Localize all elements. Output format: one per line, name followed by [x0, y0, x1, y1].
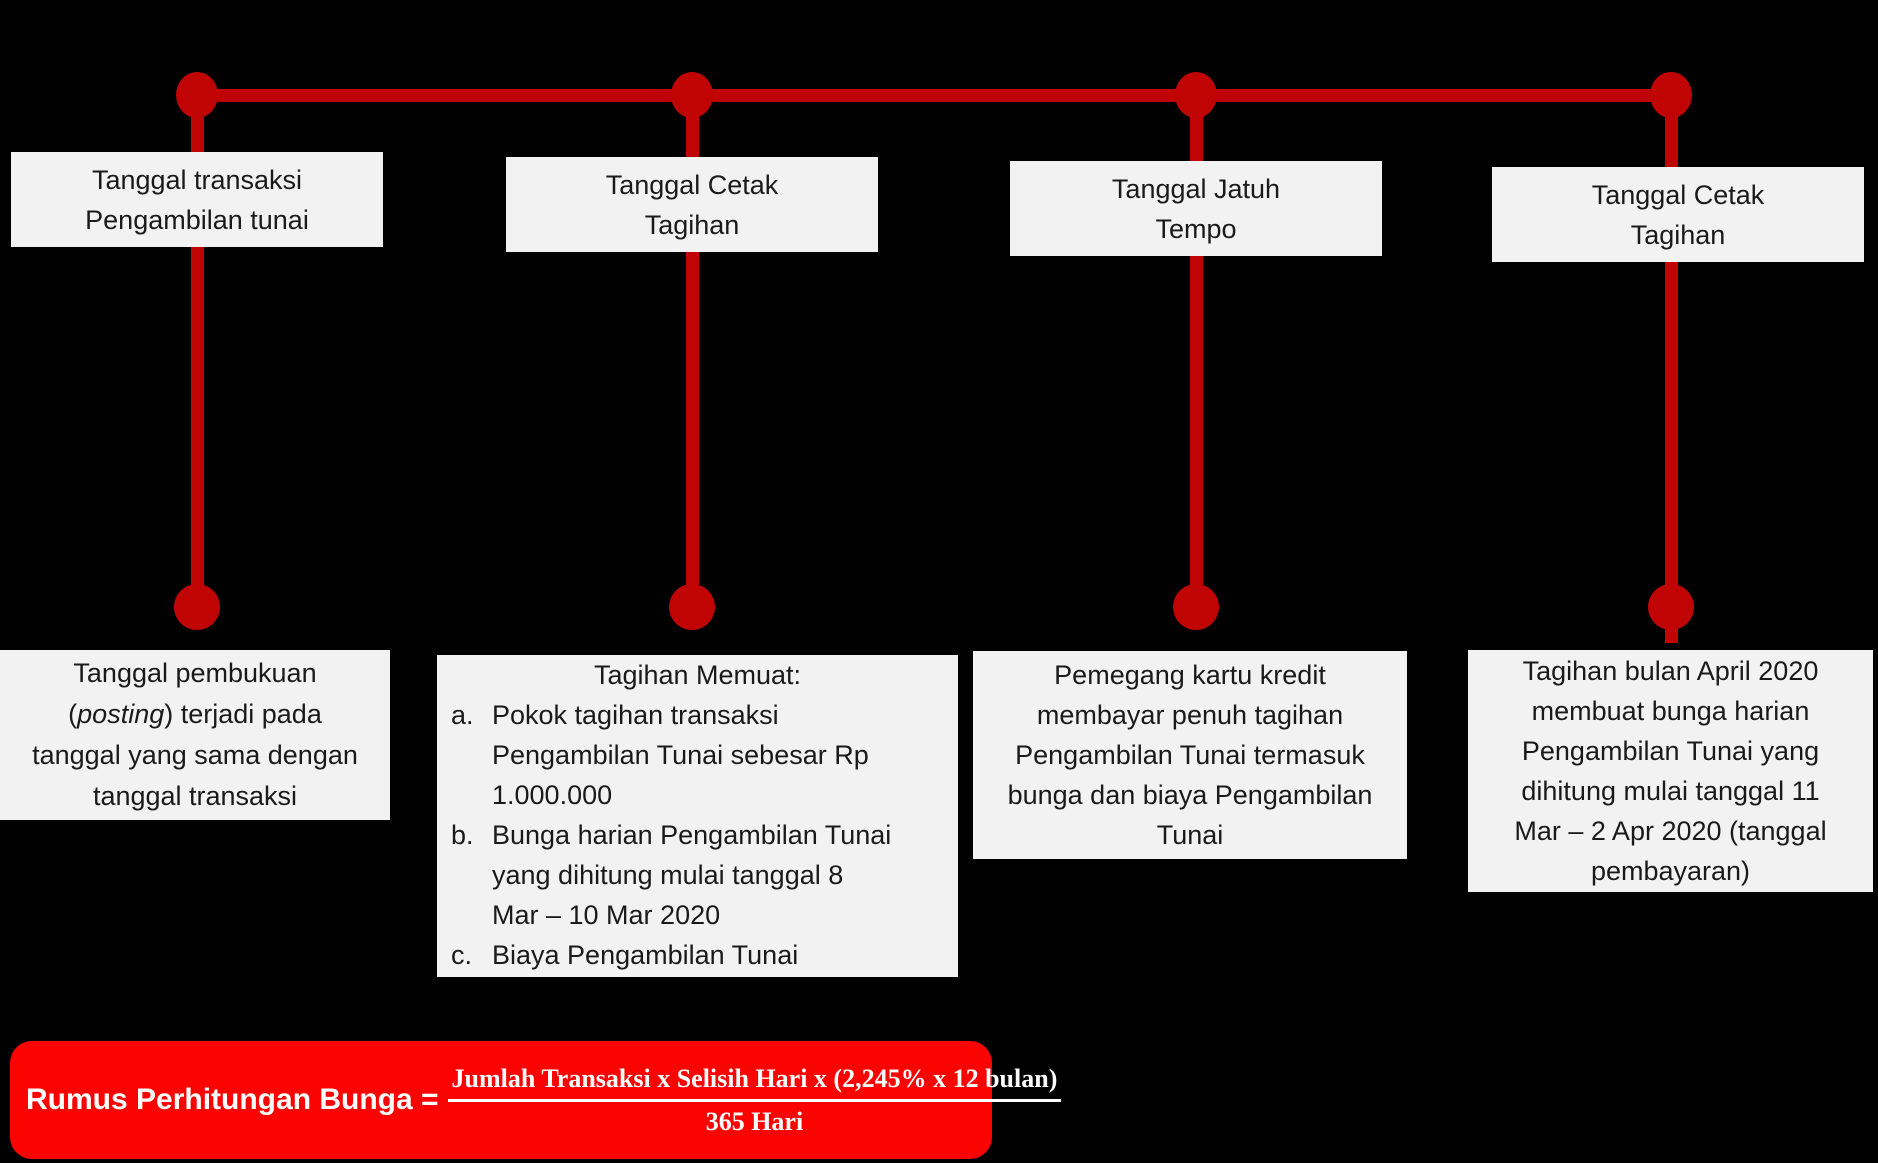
text-line: Tempo [1155, 213, 1237, 244]
timeline-node-bottom-3 [1173, 584, 1219, 630]
list-label: c. [451, 940, 473, 970]
text-line: Pengambilan tunai [85, 204, 309, 235]
text-line: dihitung mulai tanggal 11 [1521, 776, 1820, 806]
text-line: pembayaran) [1590, 856, 1751, 886]
event-title-box-4: Tanggal Cetak Tagihan [1492, 167, 1864, 262]
text-line: tanggal yang sama dengan [32, 740, 358, 770]
list-label: b. [451, 820, 474, 850]
list-text: Pokok tagihan transaksi Pengambilan Tuna… [492, 695, 958, 815]
formula-numerator: Jumlah Transaksi x Selisih Hari x (2,245… [451, 1063, 1058, 1093]
text-line: Tanggal Jatuh [1111, 173, 1281, 204]
text-line: Mar – 10 Mar 2020 [492, 900, 721, 930]
text-line: Pengambilan Tunai yang [1521, 736, 1820, 766]
event-note-box-3: Pemegang kartu kredit membayar penuh tag… [973, 651, 1407, 859]
event-title-box-3: Tanggal Jatuh Tempo [1010, 161, 1382, 256]
event-title-box-2: Tanggal Cetak Tagihan [506, 157, 878, 252]
text-line: Pengambilan Tunai sebesar Rp [492, 740, 869, 770]
text-line: Biaya Pengambilan Tunai [492, 940, 799, 970]
text-line: 1.000.000 [492, 780, 613, 810]
text-line: Tagihan [644, 209, 740, 240]
timeline-horizontal-line [197, 89, 1671, 102]
italic-text: posting [77, 699, 165, 729]
text-line: Tanggal Cetak [605, 169, 779, 200]
event-title-box-1: Tanggal transaksi Pengambilan tunai [11, 152, 383, 247]
text-line: Bunga harian Pengambilan Tunai [492, 820, 892, 850]
text-line: Pengambilan Tunai termasuk [1015, 740, 1365, 770]
note-heading: Tagihan Memuat: [593, 660, 802, 690]
text-line: yang dihitung mulai tanggal 8 [492, 860, 844, 890]
text-line: Tanggal pembukuan [73, 658, 317, 688]
note-list-item-a: a. Pokok tagihan transaksi Pengambilan T… [437, 695, 958, 815]
list-text: Bunga harian Pengambilan Tunai yang dihi… [492, 815, 958, 935]
event-note-box-4: Tagihan bulan April 2020 membuat bunga h… [1468, 650, 1873, 892]
text-line: Tagihan [1630, 219, 1726, 250]
note-list-item-c: c. Biaya Pengambilan Tunai [437, 935, 958, 975]
note-list: a. Pokok tagihan transaksi Pengambilan T… [437, 695, 958, 975]
text-line: Tagihan bulan April 2020 [1522, 656, 1819, 686]
text-line: membuat bunga harian [1531, 696, 1810, 726]
timeline-node-bottom-4 [1648, 584, 1694, 630]
text-line: Mar – 2 Apr 2020 (tanggal [1514, 816, 1827, 846]
timeline-node-top-2 [671, 72, 713, 118]
text-line: Pemegang kartu kredit [1054, 660, 1326, 690]
text-line: Tanggal Cetak [1591, 179, 1765, 210]
timeline-node-bottom-1 [174, 584, 220, 630]
timeline-node-top-1 [176, 72, 218, 118]
timeline-node-top-4 [1650, 72, 1692, 118]
text-fragment: ( [68, 699, 78, 729]
timeline-node-top-3 [1175, 72, 1217, 118]
event-note-box-2: Tagihan Memuat: a. Pokok tagihan transak… [437, 655, 958, 977]
text-line: bunga dan biaya Pengambilan [1007, 780, 1373, 810]
list-text: Biaya Pengambilan Tunai [492, 935, 958, 975]
text-fragment: ) terjadi pada [164, 699, 322, 729]
note-list-item-b: b. Bunga harian Pengambilan Tunai yang d… [437, 815, 958, 935]
text-line: (posting) terjadi pada [68, 694, 322, 735]
event-note-box-1: Tanggal pembukuan (posting) terjadi pada… [0, 650, 390, 820]
timeline-node-bottom-2 [669, 584, 715, 630]
text-line: Tunai [1156, 820, 1224, 850]
text-line: Tanggal transaksi [91, 164, 303, 195]
list-label: a. [451, 700, 474, 730]
formula-denominator: 365 Hari [447, 1098, 1062, 1137]
text-line: Pokok tagihan transaksi [492, 700, 779, 730]
formula-fraction: Jumlah Transaksi x Selisih Hari x (2,245… [447, 1063, 1062, 1137]
text-line: membayar penuh tagihan [1036, 700, 1344, 730]
formula-label: Rumus Perhitungan Bunga = [26, 1083, 439, 1116]
text-line: tanggal transaksi [92, 781, 298, 811]
formula-box: Rumus Perhitungan Bunga = Jumlah Transak… [10, 1041, 1062, 1159]
